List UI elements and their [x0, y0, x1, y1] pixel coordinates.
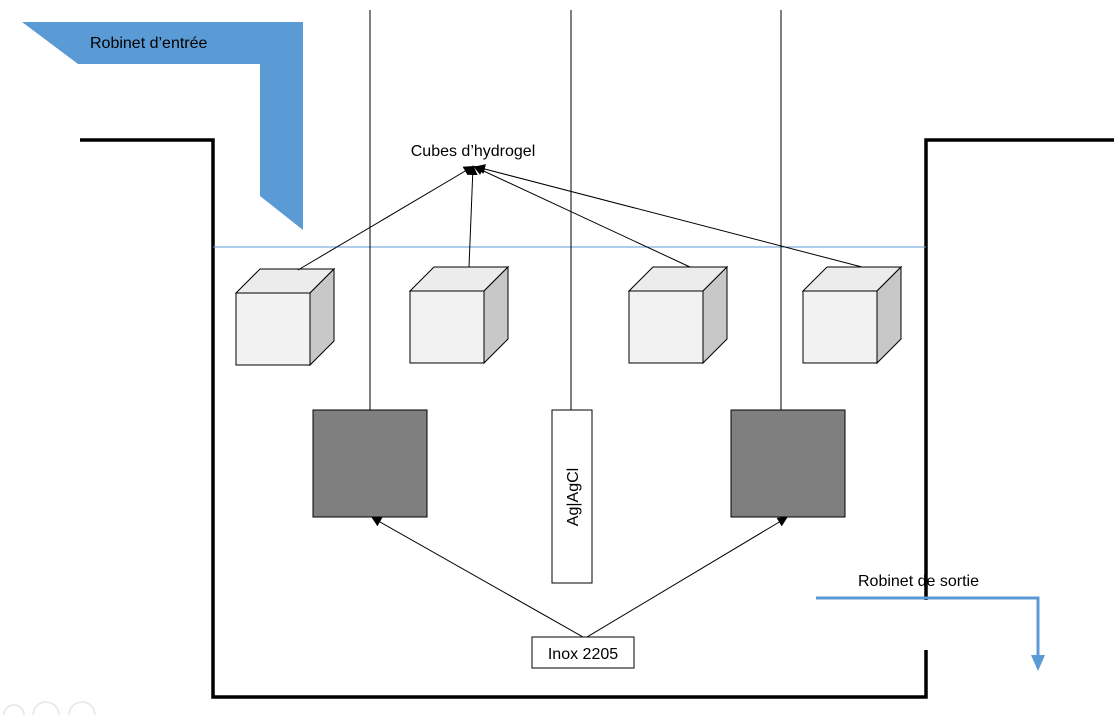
hydrogel-cube-2: [408, 265, 510, 365]
hydrogel-arrow-4: [475, 164, 863, 268]
outlet-arrowhead: [1031, 655, 1045, 671]
inlet-pipe: [22, 22, 303, 230]
steel-label: Inox 2205: [548, 646, 618, 663]
reference-electrode: [551, 409, 593, 584]
hydrogel-arrow-3: [473, 165, 691, 268]
right-steel-electrode: [730, 409, 846, 518]
hydrogel-cube-1: [234, 267, 336, 367]
left-steel-electrode: [312, 409, 428, 518]
hydrogel-label: Cubes d’hydrogel: [411, 143, 536, 160]
hydrogel-cube-4: [801, 265, 903, 365]
steel-label-box: [531, 636, 635, 669]
hydrogel-arrow-2: [467, 165, 478, 268]
inlet-label: Robinet d’entrée: [90, 35, 208, 52]
reference-electrode-label: Ag|AgCl: [565, 468, 582, 526]
hydrogel-cube-3: [627, 265, 729, 365]
hydrogel-arrow-1: [297, 165, 474, 271]
outlet-label: Robinet de sortie: [858, 573, 979, 590]
outlet-pipe: [816, 596, 1040, 658]
tank-wall: [80, 138, 1114, 699]
steel-arrow-left: [371, 517, 584, 638]
steel-arrow-right: [586, 516, 788, 638]
faint-nav-circles: [3, 701, 96, 715]
